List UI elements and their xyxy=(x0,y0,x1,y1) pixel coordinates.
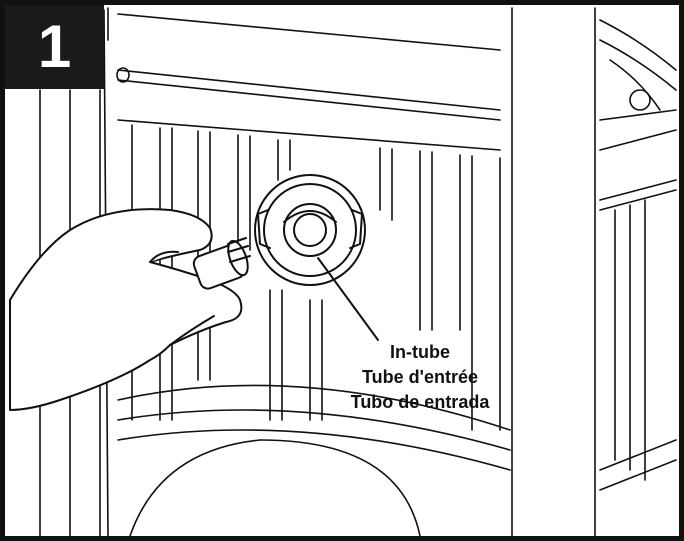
callout-label-es: Tubo de entrada xyxy=(350,392,490,412)
callout-label-fr: Tube d'entrée xyxy=(362,367,478,387)
top-rail xyxy=(107,7,501,151)
front-post xyxy=(511,7,596,537)
callout-label-en: In-tube xyxy=(390,342,450,362)
lower-rail xyxy=(117,384,511,537)
step-number: 1 xyxy=(37,13,72,80)
in-tube-callout: In-tube Tube d'entrée Tubo de entrada xyxy=(300,340,540,415)
step-badge: 1 xyxy=(5,5,104,89)
right-frame xyxy=(599,19,677,491)
callout-leader-line xyxy=(317,257,379,341)
in-tube-fitting xyxy=(254,174,366,286)
hand-with-hose xyxy=(9,208,251,411)
